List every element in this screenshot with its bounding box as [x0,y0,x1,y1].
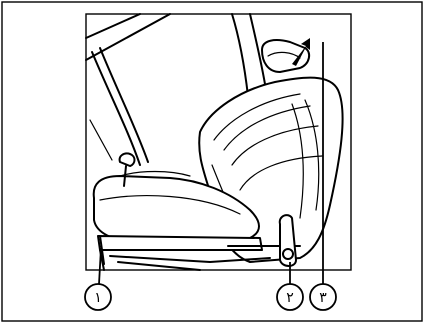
callout-2: ٢ [277,284,303,310]
callout-2-label: ٢ [286,290,294,306]
recline-knob [283,249,293,259]
callout-1-label: ١ [94,290,102,306]
callout-3: ٣ [310,284,336,310]
callout-3-label: ٣ [319,290,327,306]
leader-line-1 [99,248,101,284]
callout-1: ١ [85,284,111,310]
seat-base [98,236,262,250]
gear-knob [120,153,135,166]
car-seat-illustration [86,14,343,270]
